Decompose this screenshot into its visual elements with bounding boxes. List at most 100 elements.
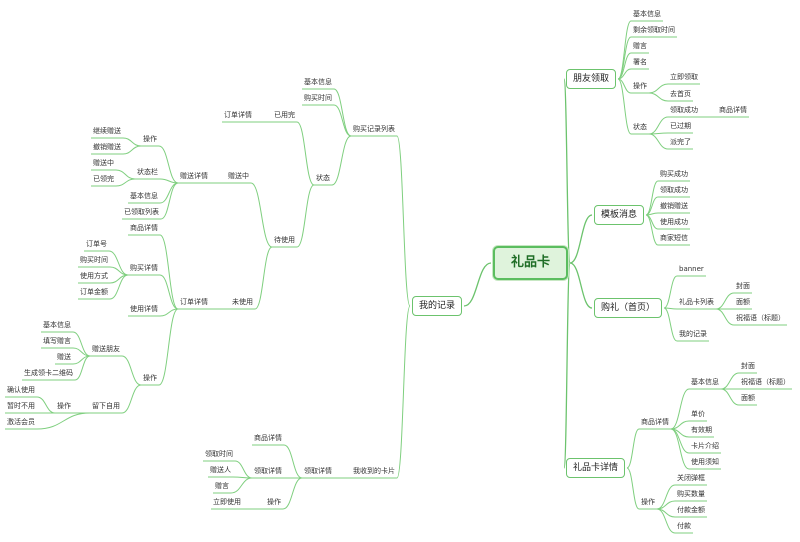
node-s-pending[interactable]: 待使用 xyxy=(274,236,295,244)
node-u-time[interactable]: 购买时间 xyxy=(80,256,108,264)
node-d-valid[interactable]: 有效期 xyxy=(691,426,712,434)
root-node-gift-card[interactable]: 礼品卡 xyxy=(493,246,569,280)
node-f-sign[interactable]: 署名 xyxy=(633,58,647,66)
node-d-paybtn[interactable]: 付款 xyxy=(677,522,691,530)
node-g-detail[interactable]: 赠送详情 xyxy=(180,172,208,180)
branch-node-buy[interactable]: 购礼（首页） xyxy=(594,298,663,318)
branch-node-friend[interactable]: 朋友领取 xyxy=(566,69,617,89)
node-g-list[interactable]: 已领取列表 xyxy=(124,208,159,216)
node-d-goods[interactable]: 商品详情 xyxy=(641,418,669,426)
node-u-no[interactable]: 订单号 xyxy=(86,240,107,248)
node-b-banner[interactable]: banner xyxy=(679,265,704,273)
node-f-msg[interactable]: 赠言 xyxy=(633,42,647,50)
edge-b-list-to-b-wish xyxy=(715,308,735,326)
node-v-msg[interactable]: 赠言 xyxy=(215,482,229,490)
node-d-pay[interactable]: 付款金额 xyxy=(677,506,705,514)
node-f-home[interactable]: 去首页 xyxy=(670,90,691,98)
node-r-buy[interactable]: 购买记录列表 xyxy=(353,125,395,133)
edge-friend-to-f-status xyxy=(617,78,632,135)
edge-r-buy-to-r-time xyxy=(333,104,352,137)
node-f-rem[interactable]: 剩余领取时间 xyxy=(633,26,675,34)
node-d-wish[interactable]: 祝福语（标题） xyxy=(741,378,790,386)
node-t4[interactable]: 使用成功 xyxy=(660,218,688,226)
edge-g-op-to-g-cont xyxy=(122,137,142,147)
node-u-use[interactable]: 使用详情 xyxy=(130,305,158,313)
node-v-use[interactable]: 立即使用 xyxy=(213,498,241,506)
node-v-detail[interactable]: 领取详情 xyxy=(304,467,332,475)
node-d-notice[interactable]: 使用须知 xyxy=(691,458,719,466)
node-t2[interactable]: 领取成功 xyxy=(660,186,688,194)
node-s-used[interactable]: 已用完 xyxy=(274,111,295,119)
node-p-unused[interactable]: 未使用 xyxy=(232,298,253,306)
node-d-amt[interactable]: 面额 xyxy=(741,394,755,402)
node-u-buy[interactable]: 购买详情 xyxy=(130,264,158,272)
edge-g-op-to-g-undo xyxy=(122,145,142,155)
node-v-info[interactable]: 领取详情 xyxy=(254,467,282,475)
node-k-no[interactable]: 暂时不用 xyxy=(7,402,35,410)
node-v-giver[interactable]: 赠送人 xyxy=(210,466,231,474)
branch-node-template[interactable]: 模板消息 xyxy=(594,205,645,225)
node-u-goods[interactable]: 商品详情 xyxy=(130,224,158,232)
node-g-basic[interactable]: 基本信息 xyxy=(130,192,158,200)
node-v-op[interactable]: 操作 xyxy=(267,498,281,506)
node-d-basic[interactable]: 基本信息 xyxy=(691,378,719,386)
node-d-intro[interactable]: 卡片介绍 xyxy=(691,442,719,450)
node-t3[interactable]: 撤销赠送 xyxy=(660,202,688,210)
branch-node-detail[interactable]: 礼品卡详情 xyxy=(566,458,626,478)
node-f-basic[interactable]: 基本信息 xyxy=(633,10,661,18)
node-r-time[interactable]: 购买时间 xyxy=(304,94,332,102)
node-d-qty[interactable]: 购买数量 xyxy=(677,490,705,498)
node-b-amt[interactable]: 面额 xyxy=(736,298,750,306)
node-g-done[interactable]: 已领完 xyxy=(93,175,114,183)
edge-v-info-to-v-msg xyxy=(230,477,253,494)
node-b-wish[interactable]: 祝福语（标题） xyxy=(736,314,785,322)
node-b-mine[interactable]: 我的记录 xyxy=(679,330,707,338)
node-g-op[interactable]: 操作 xyxy=(143,135,157,143)
node-b-cover[interactable]: 封面 xyxy=(736,282,750,290)
node-g-undo[interactable]: 撤销赠送 xyxy=(93,143,121,151)
node-u-op[interactable]: 操作 xyxy=(143,374,157,382)
edge-f-status-to-f-ok xyxy=(648,116,669,135)
node-f-claim[interactable]: 立即领取 xyxy=(670,73,698,81)
node-p-giving[interactable]: 赠送中 xyxy=(228,172,249,180)
node-d-cover[interactable]: 封面 xyxy=(741,362,755,370)
node-f-goods[interactable]: 商品详情 xyxy=(719,106,747,114)
node-b-list[interactable]: 礼品卡列表 xyxy=(679,298,714,306)
node-o-info[interactable]: 基本信息 xyxy=(43,321,71,329)
node-k-op[interactable]: 操作 xyxy=(57,402,71,410)
node-g-ing[interactable]: 赠送中 xyxy=(93,159,114,167)
edge-f-op-to-f-claim xyxy=(648,83,669,94)
node-f-ok[interactable]: 领取成功 xyxy=(670,106,698,114)
node-f-status[interactable]: 状态 xyxy=(633,123,647,131)
node-d-op[interactable]: 操作 xyxy=(641,498,655,506)
edge-u-order-to-u-use xyxy=(159,308,179,317)
node-t5[interactable]: 商家短信 xyxy=(660,234,688,242)
node-v-time[interactable]: 领取时间 xyxy=(205,450,233,458)
node-d-price[interactable]: 单价 xyxy=(691,410,705,418)
node-d-close[interactable]: 关闭弹框 xyxy=(677,474,705,482)
node-k-confirm[interactable]: 确认使用 xyxy=(7,386,35,394)
node-r-status[interactable]: 状态 xyxy=(316,174,330,182)
node-r-basic[interactable]: 基本信息 xyxy=(304,78,332,86)
node-o-keep[interactable]: 留下自用 xyxy=(92,402,120,410)
node-r-recv[interactable]: 我收到的卡片 xyxy=(353,467,395,475)
node-g-cont[interactable]: 继续赠送 xyxy=(93,127,121,135)
node-o-send[interactable]: 赠送 xyxy=(57,353,71,361)
node-f-op[interactable]: 操作 xyxy=(633,82,647,90)
node-o-give[interactable]: 赠送朋友 xyxy=(92,345,120,353)
node-u-amt[interactable]: 订单金额 xyxy=(80,288,108,296)
node-u-way[interactable]: 使用方式 xyxy=(80,272,108,280)
edge-v-detail-to-v-goods xyxy=(283,444,303,479)
node-s-used-order[interactable]: 订单详情 xyxy=(224,111,252,119)
branch-node-records[interactable]: 我的记录 xyxy=(412,296,463,316)
node-t1[interactable]: 购买成功 xyxy=(660,170,688,178)
node-f-gone[interactable]: 派完了 xyxy=(670,138,691,146)
node-u-order[interactable]: 订单详情 xyxy=(180,298,208,306)
node-v-goods[interactable]: 商品详情 xyxy=(254,434,282,442)
node-g-bar[interactable]: 状态栏 xyxy=(137,168,158,176)
node-o-qr[interactable]: 生成领卡二维码 xyxy=(24,369,73,377)
edge-r-buy-to-r-basic xyxy=(333,88,352,137)
node-f-exp[interactable]: 已过期 xyxy=(670,122,691,130)
node-o-write[interactable]: 填写赠言 xyxy=(43,337,71,345)
node-k-member[interactable]: 激活会员 xyxy=(7,418,35,426)
